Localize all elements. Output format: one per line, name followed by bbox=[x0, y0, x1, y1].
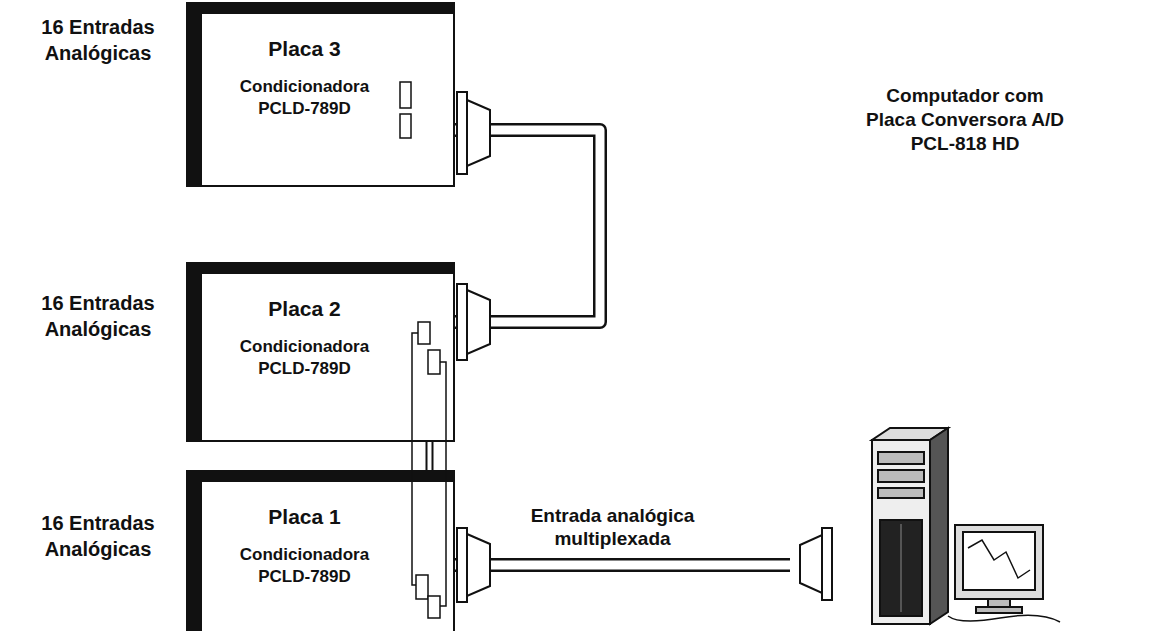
text-group: Placa 1 Condicionadora PCLD-789D bbox=[212, 482, 397, 587]
conditioning-board: Placa 2 Condicionadora PCLD-789D bbox=[200, 272, 455, 442]
board-shadow bbox=[186, 2, 455, 631]
text-group: Computador com Placa Conversora A/D PCL-… bbox=[860, 80, 1070, 155]
header-connector bbox=[400, 82, 411, 138]
board-model: Condicionadora PCLD-789D bbox=[212, 336, 397, 379]
monitor bbox=[955, 525, 1043, 613]
input-count-label: 16 Entradas Analógicas bbox=[8, 290, 188, 342]
conditioning-board: Placa 3 Condicionadora PCLD-789D bbox=[200, 12, 455, 187]
computer-tower bbox=[872, 428, 948, 624]
ribbon-cable bbox=[412, 333, 446, 606]
computer: Computador com Placa Conversora A/D PCL-… bbox=[790, 80, 1060, 627]
input-count-label: 16 Entradas Analógicas bbox=[8, 14, 188, 66]
ribbon-connector bbox=[416, 322, 440, 618]
text-group: Placa 3 Condicionadora PCLD-789D bbox=[212, 14, 397, 119]
d-connector bbox=[800, 528, 832, 600]
board-model: Condicionadora PCLD-789D bbox=[212, 76, 397, 119]
d-connector bbox=[457, 92, 490, 602]
text-group: Placa 2 Condicionadora PCLD-789D bbox=[212, 274, 397, 379]
cable-core bbox=[455, 561, 790, 570]
device-label: Computador com Placa Conversora A/D PCL-… bbox=[860, 84, 1070, 155]
cable-label: Entrada analógica multiplexada bbox=[495, 504, 731, 552]
board-model: Condicionadora PCLD-789D bbox=[212, 544, 397, 587]
input-count-label: 16 Entradas Analógicas bbox=[8, 510, 188, 562]
board-title: Placa 3 bbox=[212, 36, 397, 62]
monitor-cable bbox=[948, 615, 1060, 622]
board-title: Placa 2 bbox=[212, 296, 397, 322]
signal-cable bbox=[455, 558, 790, 572]
board-title: Placa 1 bbox=[212, 504, 397, 530]
conditioning-board: Placa 1 Condicionadora PCLD-789D bbox=[200, 480, 455, 631]
